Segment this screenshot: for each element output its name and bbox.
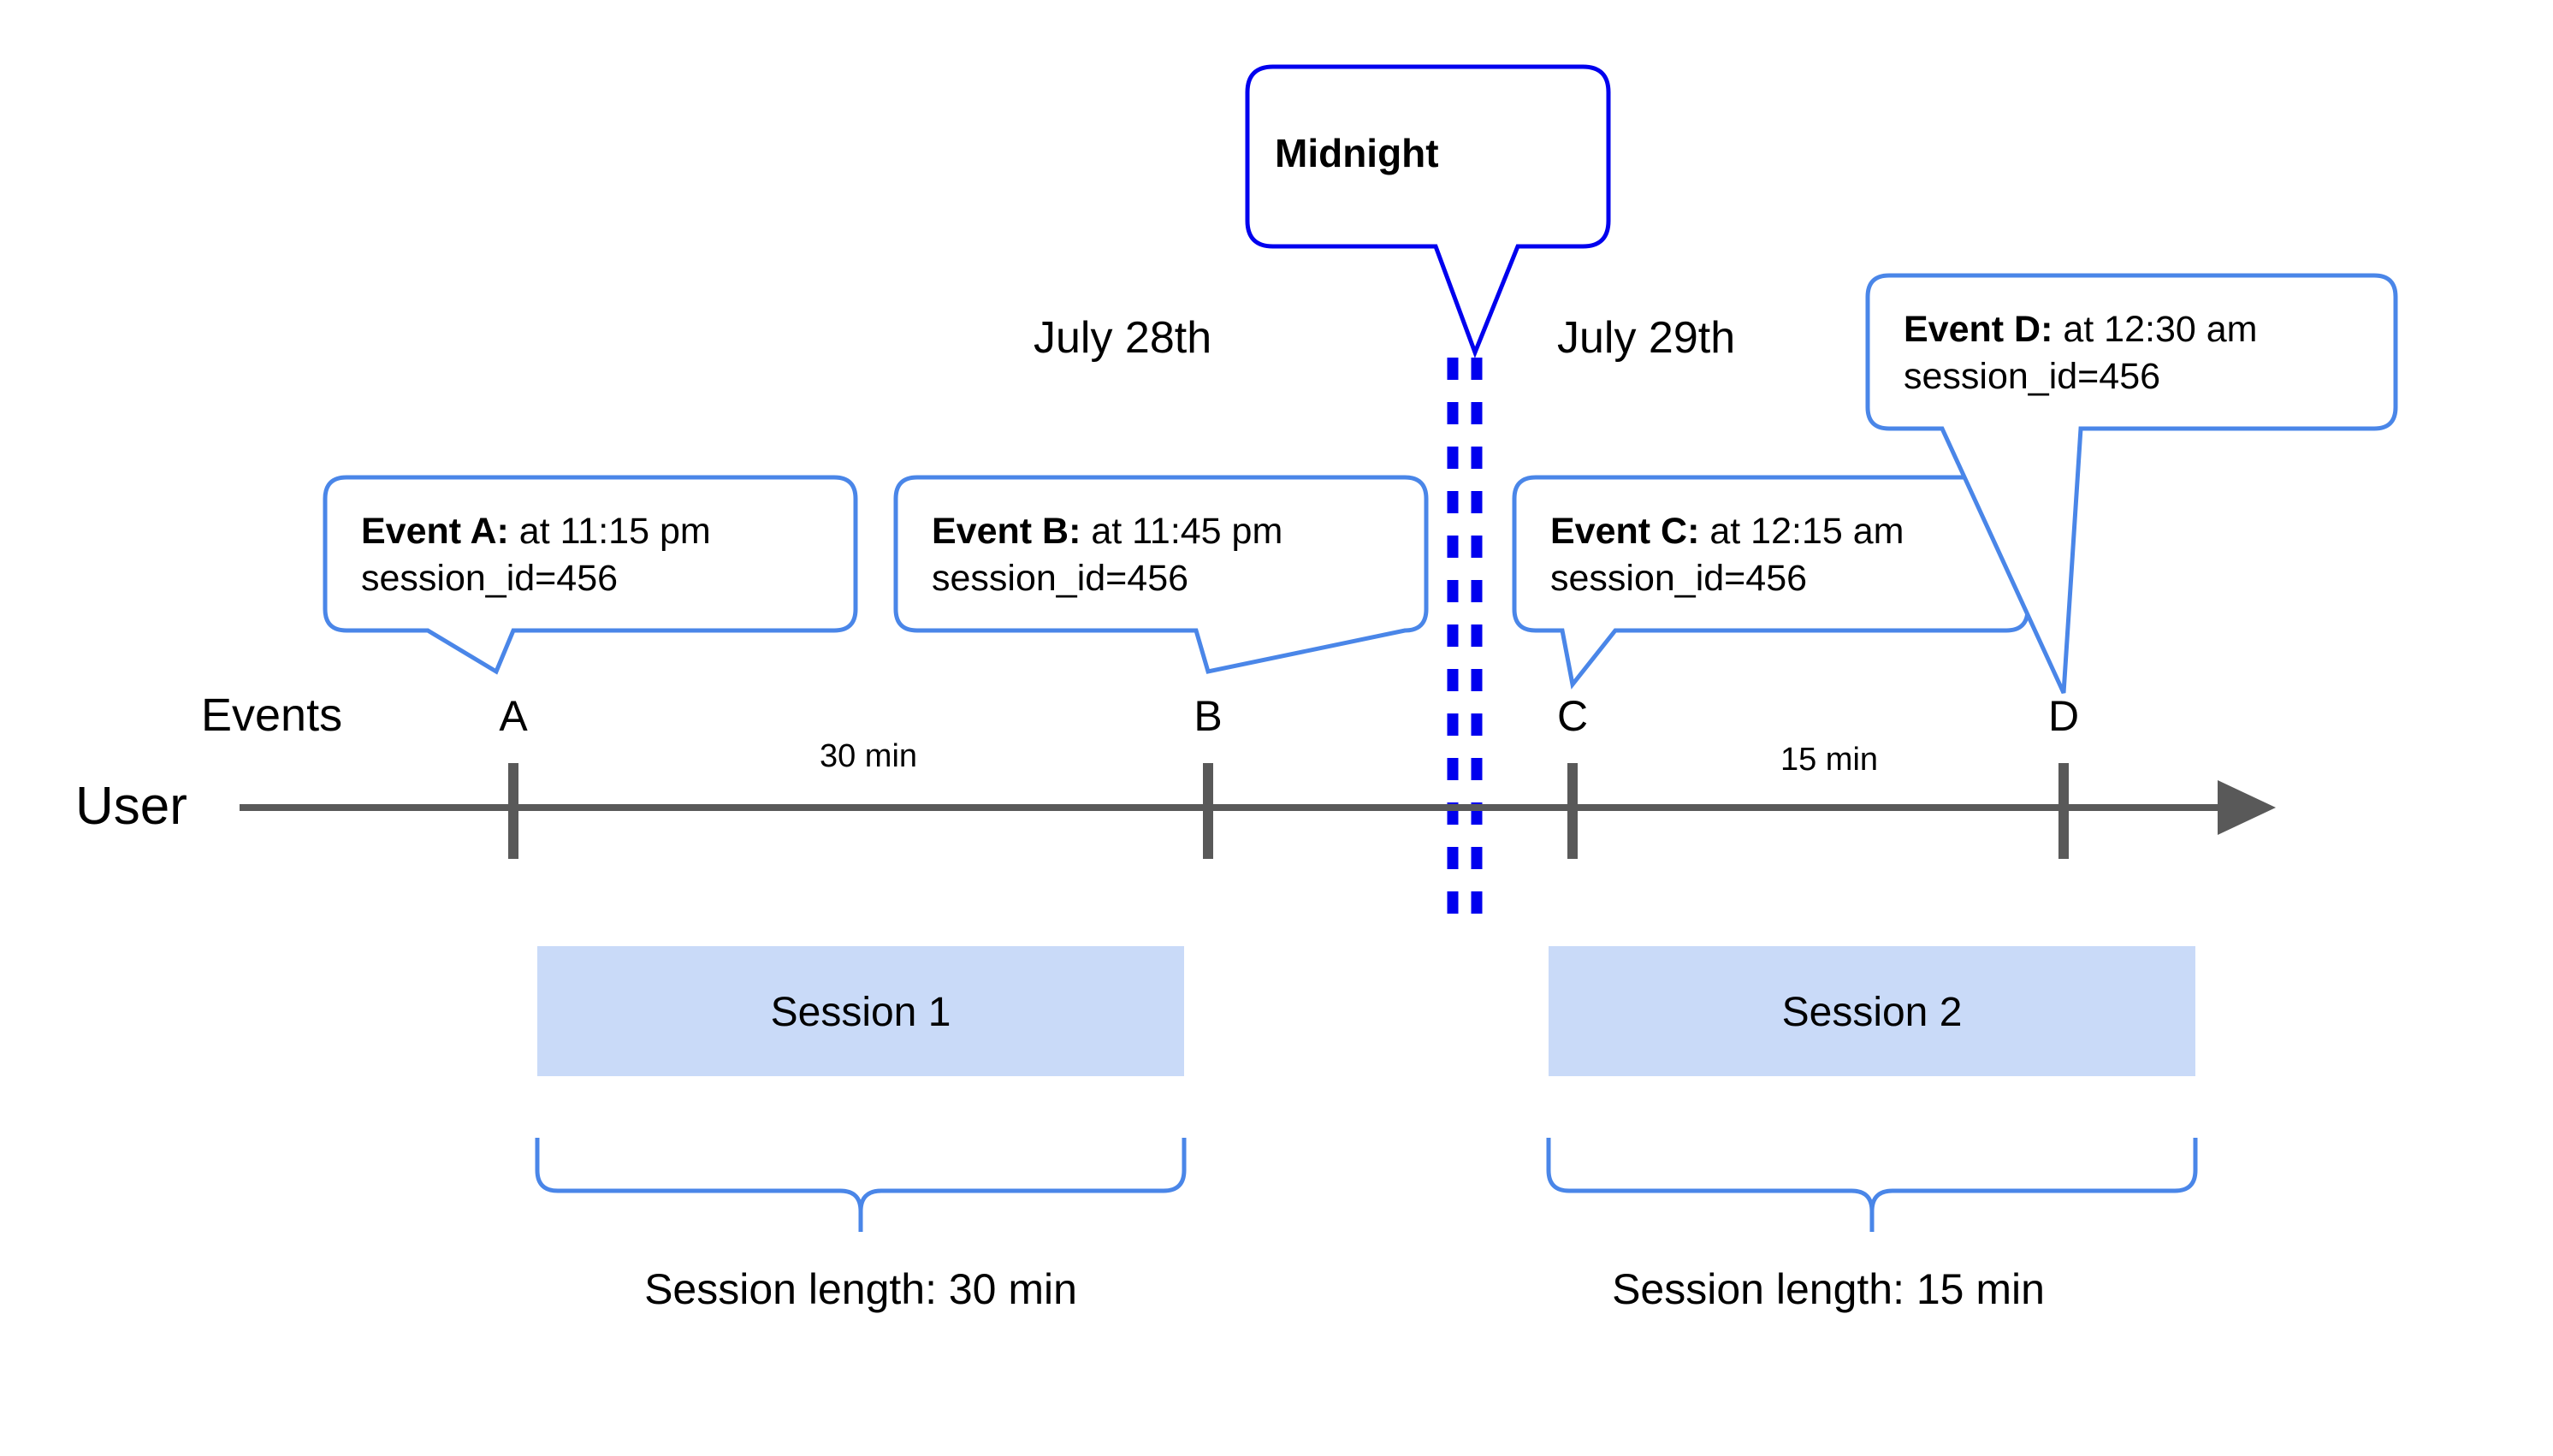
- event-b-callout-text: Event B: at 11:45 pm session_id=456: [932, 508, 1282, 602]
- tick-label-c: C: [1556, 692, 1589, 740]
- session-braces: [535, 1138, 2198, 1232]
- event-a-session-id: session_id=456: [361, 558, 619, 600]
- midnight-label: Midnight: [1275, 131, 1439, 175]
- event-b-title: Event B:: [932, 511, 1081, 552]
- session-2-length-label: Session length: 15 min: [1612, 1265, 2045, 1313]
- event-d-title: Event D:: [1904, 309, 2053, 350]
- event-d-callout-text: Event D: at 12:30 am session_id=456: [1904, 306, 2257, 400]
- session-1-bar: [537, 946, 1184, 1076]
- event-c-title: Event C:: [1550, 511, 1700, 552]
- event-c-time: at 12:15 am: [1699, 511, 1904, 552]
- event-c-callout-text: Event C: at 12:15 am session_id=456: [1550, 508, 1904, 602]
- interval-label-a-b: 30 min: [819, 738, 918, 774]
- event-a-callout-text: Event A: at 11:15 pm session_id=456: [361, 508, 711, 602]
- timeline-axis: [240, 780, 2276, 835]
- midnight-callout-shape: [1245, 64, 1611, 358]
- row-label-events: Events: [201, 690, 343, 741]
- event-a-time: at 11:15 pm: [508, 511, 711, 552]
- event-a-callout-shape: [323, 475, 858, 675]
- session-1-length-label: Session length: 30 min: [644, 1265, 1077, 1313]
- event-b-time: at 11:45 pm: [1081, 511, 1283, 552]
- date-label-july-28: July 28th: [1034, 313, 1212, 363]
- tick-label-d: D: [2047, 692, 2080, 740]
- event-b-session-id: session_id=456: [932, 558, 1189, 600]
- date-label-july-29: July 29th: [1557, 313, 1736, 363]
- event-d-callout-shape: [1865, 273, 2398, 695]
- event-d-session-id: session_id=456: [1904, 356, 2161, 398]
- row-label-user: User: [75, 777, 187, 836]
- event-a-title: Event A:: [361, 511, 509, 552]
- session-bars: [537, 946, 2195, 1076]
- midnight-boundary-lines: [1447, 358, 1483, 934]
- tick-label-b: B: [1194, 692, 1223, 740]
- session-2-label: Session 2: [1781, 990, 1963, 1035]
- session-1-brace: [535, 1138, 1187, 1232]
- session-2-bar: [1549, 946, 2195, 1076]
- interval-label-c-d: 15 min: [1780, 742, 1879, 778]
- tick-label-a: A: [499, 692, 528, 740]
- event-tick-marks: [508, 763, 2069, 859]
- event-d-time: at 12:30 am: [2052, 309, 2258, 350]
- event-c-session-id: session_id=456: [1550, 558, 1808, 600]
- event-b-callout-shape: [893, 475, 1429, 674]
- session-1-label: Session 1: [770, 990, 951, 1035]
- session-2-brace: [1546, 1138, 2198, 1232]
